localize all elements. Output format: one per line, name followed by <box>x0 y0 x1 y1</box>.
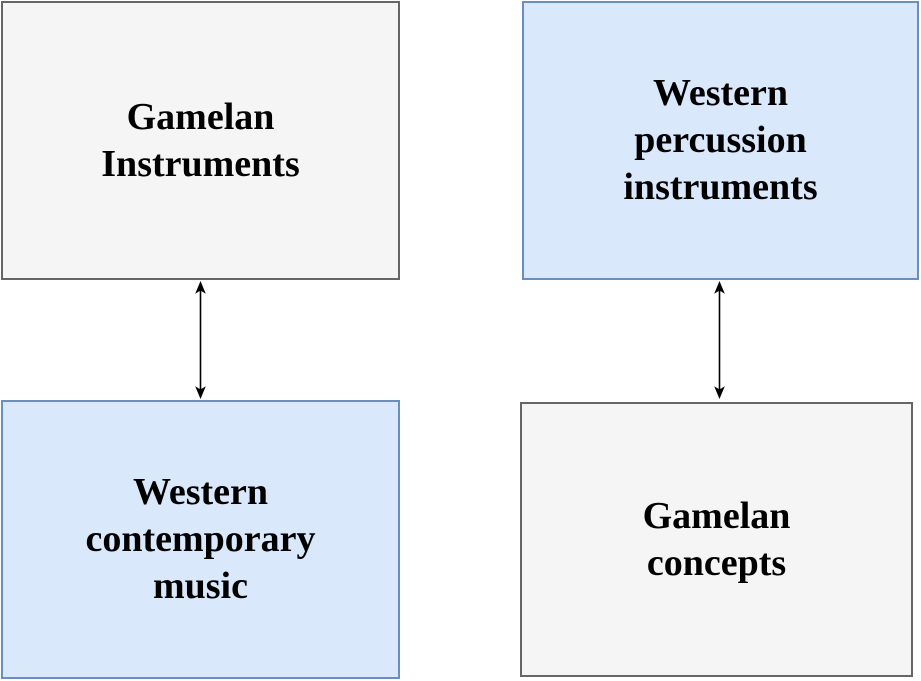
node-label: Western percussion instruments <box>623 72 818 208</box>
arrowhead-up-icon <box>195 281 206 294</box>
node-gamelan-concepts: Gamelan concepts <box>520 402 913 677</box>
arrowhead-up-icon <box>714 281 725 294</box>
connector-right-double-arrow <box>714 281 725 399</box>
arrowhead-down-icon <box>714 386 725 399</box>
node-western-contemporary-music: Western contemporary music <box>1 400 400 679</box>
arrowhead-down-icon <box>195 386 206 399</box>
node-gamelan-instruments: Gamelan Instruments <box>1 1 400 280</box>
node-western-percussion-instruments: Western percussion instruments <box>522 1 919 280</box>
node-label: Gamelan concepts <box>642 494 791 584</box>
connector-left-double-arrow <box>195 281 206 399</box>
node-label: Western contemporary music <box>85 471 316 607</box>
node-label: Gamelan Instruments <box>101 95 300 185</box>
